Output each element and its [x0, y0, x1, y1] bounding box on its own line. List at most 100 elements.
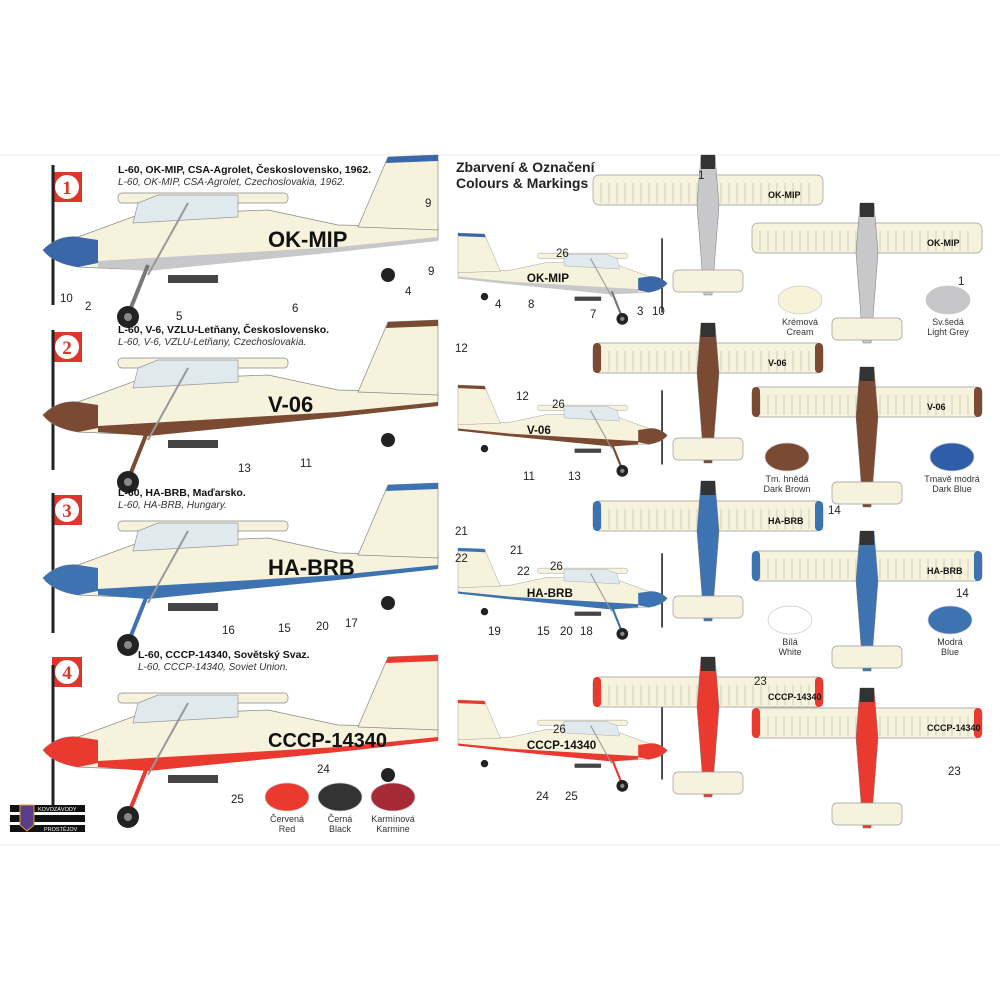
- callout-number: 22: [455, 553, 468, 565]
- tailplane: [831, 481, 903, 505]
- wheel-hub: [124, 641, 132, 649]
- registration-label: V-06: [527, 424, 551, 437]
- logo-bottom-text: PROSTĚJOV: [44, 825, 78, 833]
- callout-number: 15: [537, 626, 550, 638]
- registration-label: HA-BRB: [527, 587, 573, 600]
- spray-bar: [574, 763, 602, 768]
- swatch-label-en: Karmine: [376, 824, 410, 834]
- callout-number: 3: [637, 306, 643, 318]
- cheat-line: [458, 743, 639, 762]
- fin-tip: [386, 155, 438, 163]
- swatch-label-en: Red: [279, 824, 296, 834]
- swatch-label-cz: Krémová: [782, 317, 818, 327]
- scheme-title-en: L-60, CCCP-14340, Soviet Union.: [138, 662, 288, 673]
- wingtip-right: [815, 343, 823, 373]
- registration-label: V-06: [268, 392, 313, 417]
- side-view-small: V-06: [457, 384, 668, 477]
- swatch-label-en: Blue: [941, 647, 959, 657]
- nose-cowling: [43, 401, 98, 432]
- wheel-hub: [124, 478, 132, 486]
- callout-number: 24: [317, 764, 330, 776]
- wingtip-right: [974, 387, 982, 417]
- scheme-4: 4 L-60, CCCP-14340, Sovětský Svaz.L-60, C…: [42, 649, 983, 829]
- swatch-ellipse: [264, 782, 310, 812]
- wingtip-right: [974, 708, 982, 738]
- callout-number: 11: [300, 458, 312, 470]
- wing-registration: CCCP-14340: [768, 692, 822, 702]
- tail-wheel: [381, 768, 395, 782]
- callout-number: 23: [948, 766, 961, 778]
- callout-number: 11: [523, 471, 535, 483]
- callout-number: 15: [278, 623, 291, 635]
- swatch-ellipse: [767, 605, 813, 635]
- spray-bar: [574, 448, 602, 453]
- scheme-layer: 1 L-60, OK-MIP, CSA-Agrolet, Českoslovens…: [42, 154, 983, 834]
- swatch-label-cz: Červená: [270, 814, 304, 824]
- cheat-line: [98, 402, 438, 436]
- wheel-hub: [620, 631, 625, 636]
- wing-registration: OK-MIP: [768, 190, 801, 200]
- callout-number: 20: [560, 626, 573, 638]
- cheat-line: [458, 276, 639, 295]
- callout-number: 18: [580, 626, 593, 638]
- tail-wheel: [381, 268, 395, 282]
- side-view-small: OK-MIP: [457, 232, 668, 325]
- tailplane: [672, 595, 744, 619]
- engine-cowl: [860, 203, 874, 217]
- swatch-label-cz: Sv.šedá: [932, 317, 964, 327]
- badge-circle: [55, 335, 79, 359]
- wing-registration: CCCP-14340: [927, 723, 981, 733]
- side-view-large: CCCP-14340: [42, 654, 439, 828]
- cheat-line: [98, 737, 438, 771]
- registration-label: OK-MIP: [527, 272, 569, 285]
- top-view-1: CCCP-14340: [592, 656, 824, 798]
- scheme-1: 1 L-60, OK-MIP, CSA-Agrolet, Českoslovens…: [42, 154, 983, 344]
- tailplane: [831, 645, 903, 669]
- callout-number: 13: [238, 463, 251, 475]
- tail-fin: [357, 654, 439, 731]
- top-view-2: HA-BRB: [751, 530, 983, 672]
- top-view-2: V-06: [751, 366, 983, 508]
- heading-en: Colours & Markings: [456, 175, 588, 191]
- callout-number: 9: [428, 266, 434, 278]
- wing-registration: V-06: [768, 358, 787, 368]
- engine-cowl: [701, 155, 715, 169]
- scheme-title-cz: L-60, CCCP-14340, Sovětský Svaz.: [138, 649, 310, 661]
- tail-wheel: [381, 433, 395, 447]
- tail-fin: [457, 699, 501, 740]
- engine-cowl: [701, 481, 715, 495]
- top-view-1: V-06: [592, 322, 824, 464]
- callout-number: 21: [455, 526, 468, 538]
- badge-number: 3: [62, 501, 72, 522]
- spray-bar: [574, 296, 602, 301]
- wingtip-right: [974, 551, 982, 581]
- callout-number: 19: [488, 626, 501, 638]
- manufacturer-logo: KOVOZÁVODY PROSTĚJOV: [10, 804, 85, 833]
- callout-number: 1: [958, 276, 964, 288]
- scheme-title-cz: L-60, HA-BRB, Maďarsko.: [118, 487, 246, 499]
- tail-fin: [457, 232, 501, 273]
- callout-number: 14: [956, 588, 969, 600]
- nose-cowling: [638, 276, 668, 293]
- swatch-label-en: Light Grey: [927, 327, 969, 337]
- badge-number: 4: [62, 663, 72, 684]
- fin-tip: [386, 483, 438, 491]
- scheme-number-badge: 1: [52, 172, 82, 202]
- scheme-title-cz: L-60, OK-MIP, CSA-Agrolet, Československ…: [118, 163, 371, 176]
- callout-number: 12: [516, 391, 529, 403]
- callout-number: 16: [222, 625, 235, 637]
- side-view-large: HA-BRB: [42, 482, 439, 656]
- scheme-title-en: L-60, HA-BRB, Hungary.: [118, 500, 227, 511]
- wing-strut: [147, 202, 189, 276]
- side-view-small: CCCP-14340: [457, 699, 668, 792]
- tail-wheel: [480, 292, 489, 301]
- spray-bar: [574, 611, 602, 616]
- badge-circle: [55, 498, 79, 522]
- swatch-label-cz: Tmavě modrá: [924, 474, 980, 484]
- swatch-label-en: Black: [329, 824, 352, 834]
- callout-number: 22: [517, 566, 530, 578]
